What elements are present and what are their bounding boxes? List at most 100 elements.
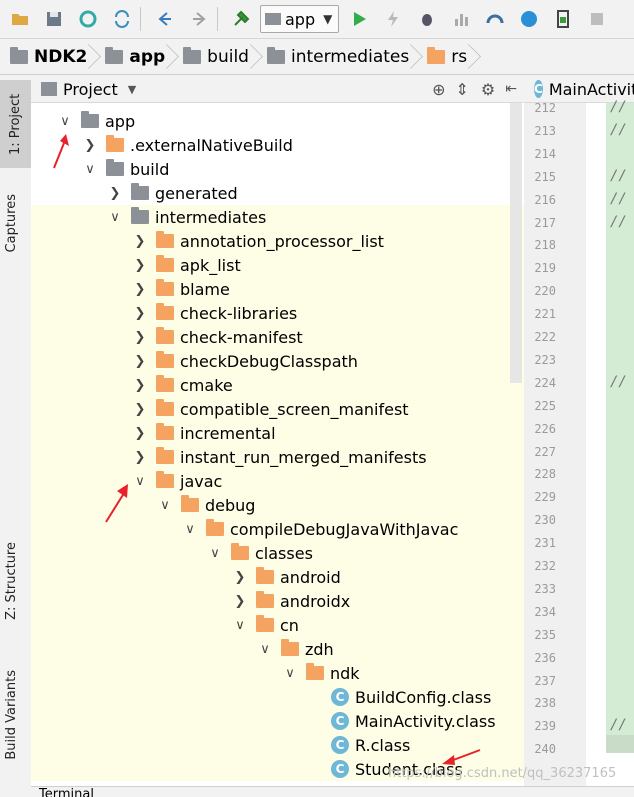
line-number: 230 bbox=[534, 513, 556, 528]
tree-row[interactable]: ∨intermediates bbox=[31, 205, 524, 229]
run-config-dropdown[interactable]: app ▼ bbox=[260, 5, 340, 33]
expand-down-icon[interactable]: ∨ bbox=[160, 497, 170, 513]
expand-down-icon[interactable]: ∨ bbox=[135, 473, 145, 489]
expand-down-icon[interactable]: ∨ bbox=[85, 161, 95, 177]
tree-row[interactable]: ∨javac bbox=[31, 469, 524, 493]
tree-row[interactable]: ❯checkDebugClasspath bbox=[31, 349, 524, 373]
breadcrumb-item-app[interactable]: app bbox=[95, 40, 173, 74]
expand-right-icon[interactable]: ❯ bbox=[109, 185, 121, 201]
breadcrumb-item-intermediates[interactable]: intermediates bbox=[257, 40, 417, 74]
tree-row[interactable]: ∨compileDebugJavaWithJavac bbox=[31, 517, 524, 541]
tree-row[interactable]: ❯apk_list bbox=[31, 253, 524, 277]
captures-tool-tab[interactable]: Captures bbox=[4, 194, 19, 252]
locate-icon[interactable]: ⊕ bbox=[432, 79, 446, 99]
folder-icon bbox=[306, 663, 324, 680]
tree-row-label: build bbox=[130, 159, 170, 179]
breadcrumb-item-ndk2[interactable]: NDK2 bbox=[0, 40, 95, 74]
refresh-icon[interactable] bbox=[108, 5, 136, 33]
stop-icon[interactable] bbox=[583, 5, 611, 33]
tree-row[interactable]: ❯instant_run_merged_manifests bbox=[31, 445, 524, 469]
tree-row[interactable]: ❯ .externalNativeBuild bbox=[31, 133, 524, 157]
project-panel-title[interactable]: Project bbox=[63, 79, 118, 99]
breadcrumb: NDK2 app build intermediates rs bbox=[0, 40, 634, 75]
build-hammer-icon[interactable] bbox=[228, 5, 256, 33]
debug-icon[interactable] bbox=[413, 5, 441, 33]
apply-changes-icon[interactable] bbox=[379, 5, 407, 33]
project-tree: ∨app ❯ .externalNativeBuild ∨ build❯generate… bbox=[31, 103, 524, 796]
expand-right-icon[interactable]: ❯ bbox=[134, 257, 146, 273]
expand-down-icon[interactable]: ∨ bbox=[285, 665, 295, 681]
build-variants-tool-tab[interactable]: Build Variants bbox=[4, 670, 19, 760]
tree-row[interactable]: ❯check-manifest bbox=[31, 325, 524, 349]
expand-right-icon[interactable]: ❯ bbox=[234, 569, 246, 585]
build-variants-tab-label: Build Variants bbox=[4, 670, 19, 760]
open-icon[interactable] bbox=[6, 5, 34, 33]
expand-right-icon[interactable]: ❯ bbox=[134, 329, 146, 345]
tree-row[interactable]: ∨ndk bbox=[31, 661, 524, 685]
sync-icon[interactable] bbox=[74, 5, 102, 33]
tree-row[interactable]: ❯incremental bbox=[31, 421, 524, 445]
tree-row[interactable]: ❯annotation_processor_list bbox=[31, 229, 524, 253]
tree-row[interactable]: ∨zdh bbox=[31, 637, 524, 661]
tree-row[interactable]: ❯android bbox=[31, 565, 524, 589]
tree-row[interactable]: ❯check-libraries bbox=[31, 301, 524, 325]
tree-row[interactable]: ∨app bbox=[31, 109, 524, 133]
back-icon[interactable] bbox=[151, 5, 179, 33]
expand-right-icon[interactable]: ❯ bbox=[84, 137, 96, 153]
structure-tool-tab[interactable]: Z: Structure bbox=[4, 542, 19, 620]
project-folder-icon bbox=[10, 47, 28, 64]
device-icon[interactable] bbox=[549, 5, 577, 33]
expand-down-icon[interactable]: ∨ bbox=[210, 545, 220, 561]
app-inspect-icon[interactable] bbox=[515, 5, 543, 33]
tree-row[interactable]: ∨debug bbox=[31, 493, 524, 517]
tree-row[interactable]: ❯blame bbox=[31, 277, 524, 301]
gear-icon[interactable]: ⚙ bbox=[480, 79, 496, 99]
tree-row[interactable]: ❯compatible_screen_manifest bbox=[31, 397, 524, 421]
tree-row[interactable]: ❯generated bbox=[31, 181, 524, 205]
breadcrumb-item-rs[interactable]: rs bbox=[417, 40, 475, 74]
expand-right-icon[interactable]: ❯ bbox=[134, 305, 146, 321]
run-icon[interactable] bbox=[345, 5, 373, 33]
hide-panel-icon[interactable]: ⇤ bbox=[505, 81, 517, 97]
breadcrumb-item-build[interactable]: build bbox=[173, 40, 257, 74]
class-file-icon: C bbox=[331, 688, 349, 706]
annotation-arrow-app bbox=[53, 134, 69, 169]
tree-row[interactable]: ∨cn bbox=[31, 613, 524, 637]
attach-debugger-icon[interactable] bbox=[481, 5, 509, 33]
expand-right-icon[interactable]: ❯ bbox=[134, 425, 146, 441]
save-icon[interactable] bbox=[40, 5, 68, 33]
tree-row[interactable]: ∨classes bbox=[31, 541, 524, 565]
expand-down-icon[interactable]: ∨ bbox=[60, 113, 70, 129]
tree-row-label: .externalNativeBuild bbox=[130, 135, 293, 155]
collapse-all-icon[interactable]: ⇕ bbox=[455, 79, 469, 99]
expand-down-icon[interactable]: ∨ bbox=[235, 617, 245, 633]
expand-right-icon[interactable]: ❯ bbox=[134, 281, 146, 297]
chevron-down-icon[interactable]: ▼ bbox=[127, 82, 137, 96]
profile-icon[interactable] bbox=[447, 5, 475, 33]
bottom-tool-bar: Terminal bbox=[31, 786, 634, 797]
forward-icon[interactable] bbox=[185, 5, 213, 33]
folder-icon bbox=[106, 159, 124, 176]
expand-right-icon[interactable]: ❯ bbox=[134, 449, 146, 465]
tree-row[interactable]: ❯androidx bbox=[31, 589, 524, 613]
expand-right-icon[interactable]: ❯ bbox=[134, 233, 146, 249]
tree-row[interactable]: ∨ build bbox=[31, 157, 524, 181]
project-tool-tab[interactable]: 1: Project bbox=[0, 80, 31, 168]
line-number: 227 bbox=[534, 444, 556, 459]
expand-down-icon[interactable]: ∨ bbox=[110, 209, 120, 225]
tree-scrollbar[interactable] bbox=[510, 103, 522, 383]
expand-down-icon[interactable]: ∨ bbox=[185, 521, 195, 537]
terminal-tab[interactable]: Terminal bbox=[39, 787, 94, 797]
tree-row[interactable]: ❯cmake bbox=[31, 373, 524, 397]
editor-tab[interactable]: C MainActivit bbox=[524, 76, 634, 103]
expand-down-icon[interactable]: ∨ bbox=[260, 641, 270, 657]
code-area[interactable]: ////////////// bbox=[586, 99, 634, 796]
expand-right-icon[interactable]: ❯ bbox=[134, 353, 146, 369]
expand-right-icon[interactable]: ❯ bbox=[134, 377, 146, 393]
expand-right-icon[interactable]: ❯ bbox=[134, 401, 146, 417]
expand-right-icon[interactable]: ❯ bbox=[234, 593, 246, 609]
